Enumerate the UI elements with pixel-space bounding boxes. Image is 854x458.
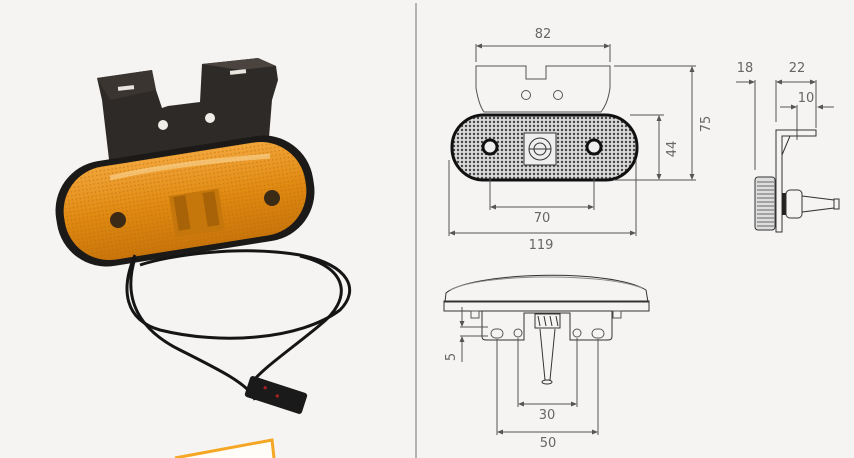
technical-drawings: 82 75 44 70 119 [418, 0, 854, 458]
dim-total-height: 75 [699, 116, 714, 133]
dim-total-width: 119 [529, 238, 554, 253]
dim-lamp-height: 44 [665, 141, 680, 158]
dim-hole-spacing: 70 [534, 211, 551, 226]
label-box-edge [174, 438, 276, 458]
lamp-housing [55, 135, 315, 267]
cable [125, 249, 351, 401]
cable-connector [244, 376, 308, 414]
marker-lamp-photo [55, 58, 351, 458]
dim-offset: 10 [798, 91, 815, 106]
dim-bracket-width: 82 [535, 27, 552, 42]
dim-lens-depth: 18 [737, 61, 754, 76]
dim-inner-spacing: 30 [539, 408, 556, 423]
dimension-drawings: 82 75 44 70 119 [443, 27, 840, 451]
dim-tab-height: 5 [444, 353, 459, 361]
dim-bracket-depth: 22 [789, 61, 806, 76]
top-view [443, 274, 650, 435]
product-photo [0, 0, 416, 458]
dim-outer-spacing: 50 [540, 436, 557, 451]
panel-divider [415, 3, 417, 458]
front-view [448, 43, 696, 236]
side-view [736, 79, 840, 233]
